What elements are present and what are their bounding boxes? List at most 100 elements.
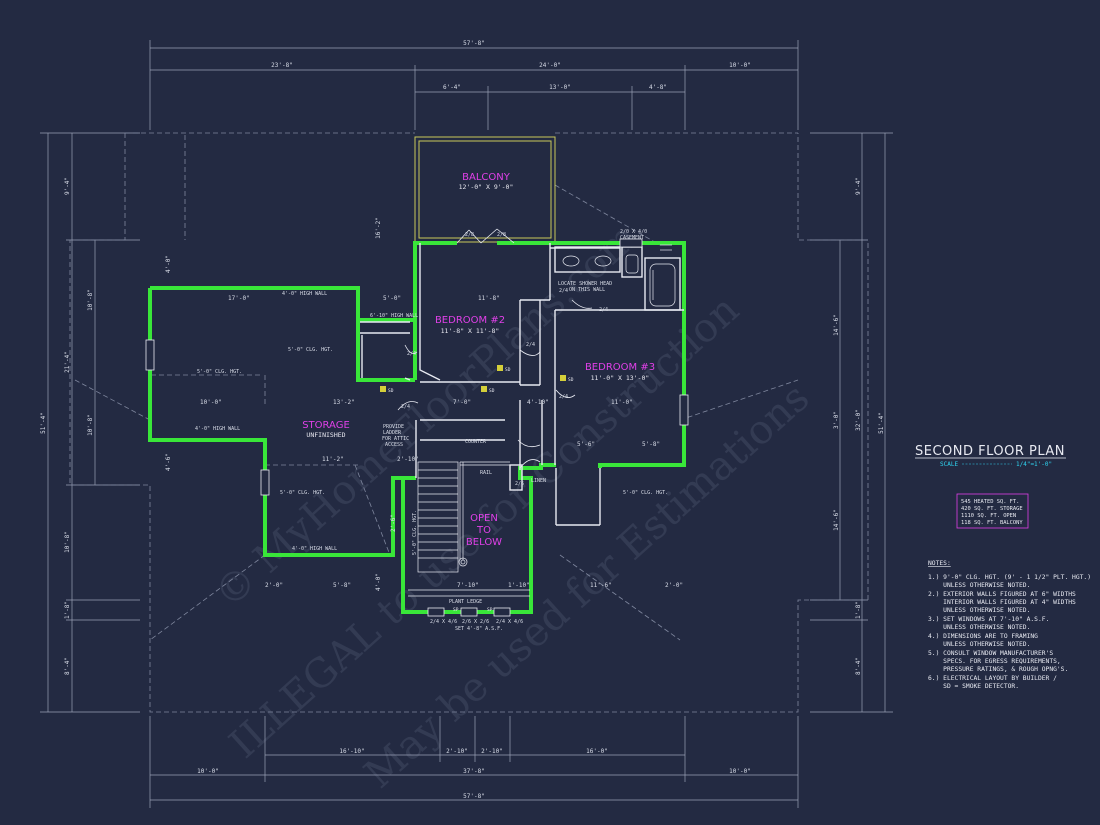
room-labels: BALCONY 12'-0" X 9'-0" BEDROOM #2 11'-8"… [302, 172, 655, 548]
plan-title: SECOND FLOOR PLAN [915, 444, 1065, 459]
sd-label-b: SD [568, 377, 574, 383]
door-g: 2/4 [559, 394, 568, 400]
right-dimensions: 9'-4" 14'-6" 32'-0" 51'-4" 3'-0" 14'-6" … [833, 177, 885, 675]
dim-int-6: 7'-0" [453, 399, 471, 406]
dim-int-12: 5'-8" [642, 441, 660, 448]
note-line-10: 5.) CONSULT WINDOW MANUFACTURER'S [928, 650, 1053, 657]
note-line-1: 1.) 9'-0" CLG. HGT. (9' - 1 1/2" PLT. HG… [928, 574, 1091, 581]
dim-bottom-a: 16'-10" [339, 748, 364, 755]
note-line-8: 4.) DIMENSIONS ARE TO FRAMING [928, 633, 1038, 640]
dim-right-7: 1'-8" [855, 601, 862, 619]
dim-bottom-left: 10'-0" [197, 768, 219, 775]
open-to-below-l3: BELOW [466, 537, 502, 548]
dim-left-6: 10'-8" [64, 531, 71, 553]
dim-top-sub2: 13'-0" [549, 84, 571, 91]
top-dimensions: 57'-8" 23'-8" 24'-0" 10'-0" 6'-4" 13'-0"… [271, 40, 751, 91]
smoke-detectors [380, 365, 566, 392]
dim-bottom-right: 10'-0" [729, 768, 751, 775]
windows [145, 238, 689, 617]
annotations: 4'-0" HIGH WALL 4'-0" HIGH WALL 4'-0" HI… [195, 229, 668, 632]
sp-label-a: SP [453, 607, 459, 613]
dim-top-left: 23'-8" [271, 62, 293, 69]
left-dimensions: 9'-4" 10'-8" 21'-4" 10'-8" 51'-4" 10'-8"… [40, 177, 172, 675]
door-c: 2/4 [407, 351, 416, 357]
dim-int-8: 11'-0" [611, 399, 633, 406]
clg-note-d: 5'-0" CLG. HGT. [623, 490, 668, 496]
balcony-size: 12'-0" X 9'-0" [459, 183, 514, 191]
clg-note-b: 5'-0" CLG. HGT. [197, 369, 242, 375]
bottom-dimensions: 57'-8" 37'-8" 10'-0" 10'-0" 16'-10" 2'-1… [197, 748, 751, 800]
window-b: 2/6 X 2/6 [462, 619, 489, 625]
dim-left-1: 9'-4" [64, 177, 71, 195]
dim-left-2: 10'-8" [87, 289, 94, 311]
door-b: 2/8 [497, 232, 506, 238]
scale-label: SCALE [940, 461, 958, 468]
dim-top-sub3: 4'-8" [649, 84, 667, 91]
ladder-note-1: PROVIDE [383, 424, 404, 430]
dim-top-overall: 57'-8" [463, 40, 485, 47]
area-line-2: 420 SQ. FT. STORAGE [961, 506, 1023, 512]
dim-int-13: 2'-0" [265, 582, 283, 589]
dim-left-7: 1'-8" [64, 601, 71, 619]
dim-bottom-mid: 37'-8" [463, 768, 485, 775]
note-line-2: UNLESS OTHERWISE NOTED. [928, 582, 1030, 589]
dim-int-9: 11'-2" [322, 456, 344, 463]
dim-right-4: 51'-4" [878, 412, 885, 434]
notes-block: NOTES: 1.) 9'-0" CLG. HGT. (9' - 1 1/2" … [928, 560, 1091, 690]
set-height: SET 4'-8" A.S.F. [455, 626, 503, 632]
bedroom3-size: 11'-0" X 13'-0" [591, 374, 650, 382]
area-line-1: 545 HEATED SQ. FT. [961, 499, 1019, 505]
bath-fixtures [562, 244, 676, 307]
dim-int-14: 5'-8" [333, 582, 351, 589]
area-line-4: 118 SQ. FT. BALCONY [961, 520, 1023, 526]
clg-note-c: 5'-0" CLG. HGT. [280, 490, 325, 496]
roof-overhang-outline [69, 132, 869, 713]
dim-left-9: 4'-0" [165, 255, 172, 273]
dim-int-15: 7'-10" [457, 582, 479, 589]
dim-top-sub1: 6'-4" [443, 84, 461, 91]
area-line-3: 1110 SQ. FT. OPEN [961, 513, 1016, 519]
counter-label: COUNTER [465, 439, 487, 445]
note-line-4: INTERIOR WALLS FIGURED AT 4" WIDTHS [928, 599, 1076, 606]
door-swings [397, 228, 593, 469]
interior-walls [360, 243, 684, 526]
wall-note-c: 4'-0" HIGH WALL [292, 546, 337, 552]
wall-note-a: 4'-0" HIGH WALL [282, 291, 327, 297]
door-f: 2/4 [599, 307, 608, 313]
sd-label-a: SD [505, 367, 511, 373]
note-line-3: 2.) EXTERIOR WALLS FIGURED AT 6" WIDTHS [928, 591, 1076, 598]
sd-label-c: SD [388, 388, 394, 394]
dimension-lines [40, 40, 893, 808]
ladder-note-4: ACCESS [385, 442, 403, 448]
casement-1: 2/0 X 4/0 [620, 229, 647, 235]
storage-name: STORAGE [302, 420, 350, 431]
rail-label: RAIL [480, 470, 492, 476]
dim-int-18: 2'-0" [665, 582, 683, 589]
dim-int-20: 4'-0" [375, 573, 382, 591]
dim-int-2: 5'-0" [383, 295, 401, 302]
sp-label-b: SP [487, 607, 493, 613]
sd-label-d: SD [489, 388, 495, 394]
wall-note-d: 6'-10" HIGH WALL [370, 313, 418, 319]
door-d: 2/4 [401, 404, 410, 410]
dim-bottom-b: 2'-10" [446, 748, 468, 755]
dim-int-17: 11'-6" [590, 582, 612, 589]
dim-right-5: 3'-0" [833, 411, 840, 429]
note-line-11: SPECS. FOR EGRESS REQUIREMENTS, [928, 658, 1061, 665]
dim-int-16: 1'-10" [508, 582, 530, 589]
door-h: 2/4 [526, 342, 535, 348]
dim-int-7: 4'-10" [527, 399, 549, 406]
dim-right-2: 14'-6" [833, 314, 840, 336]
dim-right-1: 9'-4" [855, 177, 862, 195]
dim-left-5: 51'-4" [40, 412, 47, 434]
dim-int-5: 10'-0" [200, 399, 222, 406]
window-c: 2/4 X 4/6 [496, 619, 523, 625]
dim-left-8: 8'-4" [64, 657, 71, 675]
dim-left-4: 10'-8" [87, 414, 94, 436]
clg-note-a: 5'-0" CLG. HGT. [288, 347, 333, 353]
dim-top-right: 10'-0" [729, 62, 751, 69]
casement-2: CASEMENT [620, 235, 644, 241]
dim-bottom-c: 2'-10" [481, 748, 503, 755]
dim-left-3: 21'-4" [64, 351, 71, 373]
